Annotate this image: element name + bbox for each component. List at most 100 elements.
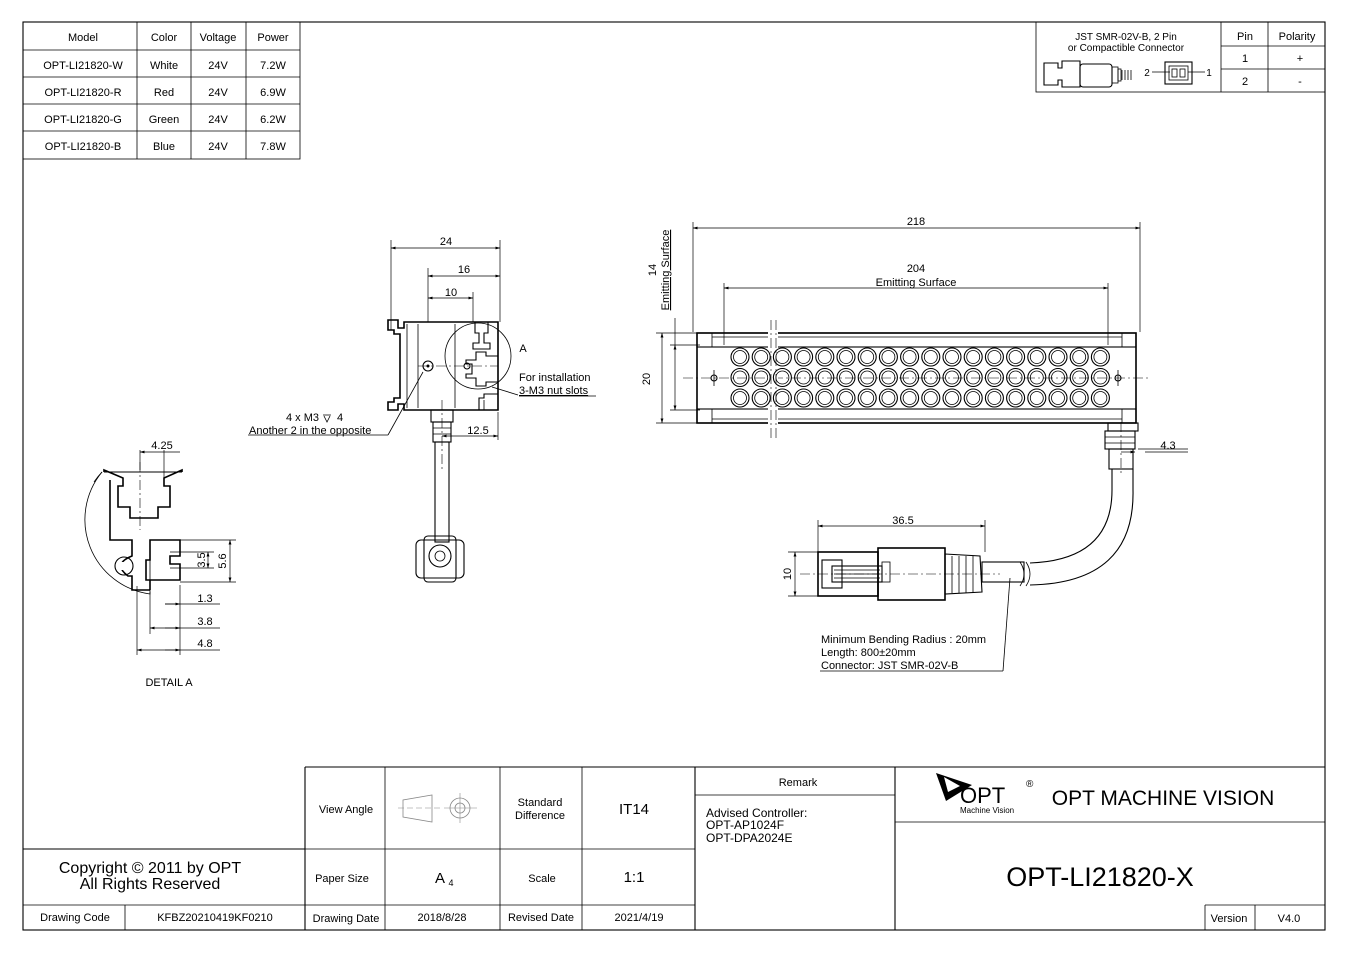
led-lens <box>857 388 877 408</box>
dim-4-8: 4.8 <box>197 638 212 650</box>
detail-a-view: 4.25 3.5 5.6 1.3 3.8 4.8 DETAIL A <box>84 440 236 689</box>
led-lens <box>984 347 1004 367</box>
led-lens-inner <box>945 350 959 364</box>
led-lens <box>794 388 814 408</box>
led-lens <box>1069 367 1089 388</box>
led-lens <box>1048 347 1068 367</box>
led-lens-inner <box>775 391 790 405</box>
led-lens <box>1090 388 1110 408</box>
led-lens-inner <box>1093 350 1108 364</box>
led-lens-inner <box>987 350 1002 364</box>
led-lens <box>730 347 750 367</box>
pin-1-label: 1 <box>1206 68 1212 79</box>
model-cell: OPT-LI21820-R <box>44 87 121 99</box>
standard-difference-label-line2: Difference <box>515 810 565 822</box>
led-lens-inner <box>860 350 875 364</box>
power-header: Power <box>257 32 289 44</box>
led-lens <box>1027 388 1047 408</box>
led-lens <box>794 367 814 388</box>
color-cell: Blue <box>153 141 175 153</box>
connector-title-line2: or Compactible Connector <box>1068 43 1185 54</box>
voltage-cell: 24V <box>208 114 228 126</box>
led-lens-inner <box>966 370 981 385</box>
led-lens <box>900 388 920 408</box>
led-lens <box>857 347 877 367</box>
led-lens-inner <box>1008 370 1023 385</box>
standard-difference-label-line1: Standard <box>518 797 563 809</box>
voltage-cell: 24V <box>208 60 228 72</box>
led-lens <box>963 367 983 388</box>
led-lens-inner <box>902 391 917 405</box>
led-lens <box>900 367 920 388</box>
led-lens <box>836 388 856 408</box>
led-lens <box>751 367 771 388</box>
model-header: Model <box>68 32 98 44</box>
led-lens-inner <box>1008 350 1023 364</box>
installation-note-line2: 3-M3 nut slots <box>519 385 589 397</box>
dim-10: 10 <box>445 287 457 299</box>
drawing-code-label: Drawing Code <box>40 912 110 924</box>
led-lens <box>794 347 814 367</box>
led-lens <box>1090 347 1110 367</box>
color-cell: White <box>150 60 178 72</box>
led-lens <box>772 388 792 408</box>
led-lens <box>963 388 983 408</box>
emitting-surface-vertical-label: Emitting Surface <box>660 230 672 311</box>
led-lens-inner <box>1051 350 1065 364</box>
led-lens-inner <box>923 350 938 364</box>
led-lens-inner <box>1029 350 1044 364</box>
dim-20: 20 <box>641 373 653 385</box>
led-lens-inner <box>966 350 981 364</box>
connector-pin-table: JST SMR-02V-B, 2 Pin or Compactible Conn… <box>1035 21 1326 93</box>
led-lens <box>836 367 856 388</box>
led-lens <box>1048 367 1068 388</box>
led-lens-inner <box>860 370 875 385</box>
paper-size-value: A <box>435 870 445 887</box>
bending-radius-note: Minimum Bending Radius : 20mm <box>821 634 986 646</box>
led-lens <box>751 347 771 367</box>
led-lens-inner <box>1029 370 1044 385</box>
led-lens-inner <box>754 350 769 364</box>
led-lens <box>1069 347 1089 367</box>
pin-header: Pin <box>1237 31 1253 43</box>
screw-size: 4 x M3 <box>286 412 319 424</box>
led-lens-inner <box>733 350 747 364</box>
led-lens <box>900 347 920 367</box>
version-label: Version <box>1211 913 1248 925</box>
dim-4-25: 4.25 <box>151 440 172 452</box>
led-lens <box>921 347 941 367</box>
drawing-code-value: KFBZ20210419KF0210 <box>157 912 273 924</box>
led-array <box>730 347 1110 408</box>
paper-size-label: Paper Size <box>315 873 369 885</box>
led-lens-inner <box>902 350 917 364</box>
dim-12-5: 12.5 <box>467 425 488 437</box>
led-lens-inner <box>987 391 1002 405</box>
revised-date-label: Revised Date <box>508 912 574 924</box>
opt-logo: OPT ® Machine Vision <box>936 773 1034 815</box>
model-cell: OPT-LI21820-W <box>43 60 123 72</box>
led-lens-inner <box>733 370 747 385</box>
view-angle-label: View Angle <box>319 804 373 816</box>
copyright-line2: All Rights Reserved <box>80 876 221 893</box>
title-block: View Angle Standard Difference IT14 Pape… <box>23 766 1325 930</box>
led-lens-inner <box>1051 391 1065 405</box>
installation-note-line1: For installation <box>519 372 591 384</box>
detail-a-label: DETAIL A <box>145 677 193 689</box>
company-name: OPT MACHINE VISION <box>1052 787 1274 810</box>
led-lens <box>878 388 898 408</box>
dim-1-3: 1.3 <box>197 593 212 605</box>
led-lens-inner <box>796 391 811 405</box>
led-lens-inner <box>817 350 832 364</box>
power-cell: 6.9W <box>260 87 286 99</box>
led-lens <box>1048 388 1068 408</box>
led-lens <box>963 347 983 367</box>
copyright-line1: Copyright © 2011 by OPT <box>59 860 241 877</box>
led-lens-inner <box>775 350 790 364</box>
dim-204: 204 <box>907 263 925 275</box>
led-lens-inner <box>881 391 896 405</box>
logo-registered: ® <box>1026 779 1034 790</box>
projection-symbol-icon <box>398 793 477 823</box>
led-lens-inner <box>733 391 747 405</box>
led-lens-inner <box>987 370 1002 385</box>
